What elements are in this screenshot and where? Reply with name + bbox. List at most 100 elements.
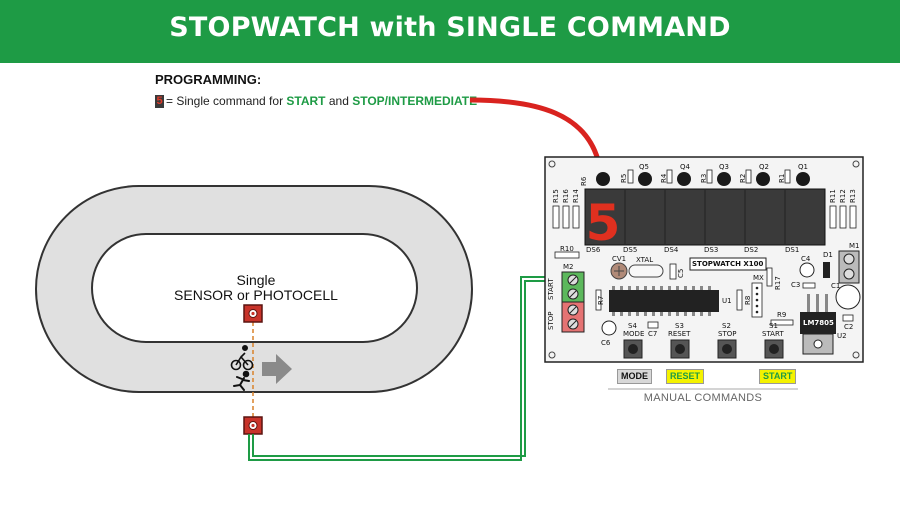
- label-r1: R1: [778, 173, 786, 183]
- command-mode: MODE: [617, 369, 652, 384]
- label-mx: MX: [753, 274, 764, 282]
- label-s1: S1: [769, 322, 778, 330]
- label-s2: S2: [722, 322, 731, 330]
- runner-icon: [233, 370, 250, 391]
- label-c6: C6: [601, 339, 611, 347]
- small-resistors-top: [627, 169, 791, 184]
- label-ds4: DS4: [664, 246, 679, 254]
- sensor-label-line1: Single: [236, 272, 276, 288]
- programming-title: PROGRAMMING:: [155, 72, 262, 87]
- regulator-legs: [807, 294, 828, 312]
- label-d1: D1: [823, 251, 833, 259]
- board-name-plate: [689, 257, 767, 271]
- track-infield: [91, 233, 418, 343]
- label-mode: MODE: [623, 330, 645, 338]
- resistor-r8: [736, 289, 743, 311]
- label-m1: M1: [849, 242, 860, 250]
- label-start-terminal: START: [547, 278, 555, 300]
- pcb-buttons: [623, 339, 784, 359]
- label-q3: Q3: [719, 163, 729, 171]
- command-reset: RESET: [666, 369, 705, 384]
- resistor-r9: [770, 319, 794, 326]
- label-ds3: DS3: [704, 246, 719, 254]
- label-r14: R14: [572, 189, 580, 203]
- label-r10: R10: [560, 245, 574, 253]
- side-resistors: [552, 205, 857, 229]
- label-r12: R12: [839, 189, 847, 203]
- label-c5: C5: [677, 268, 685, 278]
- label-c1: C1: [831, 282, 841, 290]
- resistor-r10: [554, 251, 580, 259]
- resistor-r17: [766, 267, 773, 287]
- sensor-bottom: [243, 416, 263, 435]
- label-r8: R8: [744, 295, 752, 305]
- sensor-top: [243, 304, 263, 323]
- label-c4: C4: [801, 255, 811, 263]
- label-r11: R11: [829, 189, 837, 203]
- programming-description: 5= Single command for START and STOP/INT…: [155, 94, 478, 109]
- sensor-label-line2: SENSOR or PHOTOCELL: [174, 287, 338, 303]
- capacitor-c3: [802, 282, 816, 289]
- page-title: STOPWATCH with SINGLE COMMAND: [169, 12, 731, 43]
- crystal-xtal: [628, 264, 664, 278]
- terminal-stop: [561, 301, 585, 333]
- capacitor-c4: [799, 262, 815, 278]
- direction-arrow-icon: [262, 354, 292, 384]
- label-r13: R13: [849, 189, 857, 203]
- terminal-m1-screw: [843, 253, 855, 265]
- programming-and: and: [325, 94, 353, 108]
- label-c7: C7: [648, 330, 658, 338]
- label-r17: R17: [774, 276, 782, 290]
- label-q5: Q5: [639, 163, 649, 171]
- capacitor-c1: [835, 284, 861, 310]
- regulator-lm7805: [800, 312, 836, 334]
- capacitor-c7: [647, 321, 659, 329]
- diode-d1: [823, 262, 830, 278]
- label-r9: R9: [777, 311, 787, 319]
- label-ds6: DS6: [586, 246, 601, 254]
- label-r5: R5: [620, 173, 628, 183]
- label-s4: S4: [628, 322, 637, 330]
- cyclist-icon: [230, 344, 254, 371]
- terminal-m1-screw: [843, 268, 855, 280]
- label-ds2: DS2: [744, 246, 759, 254]
- programming-arrow: [469, 97, 601, 161]
- label-r15: R15: [552, 189, 560, 203]
- label-q2: Q2: [759, 163, 769, 171]
- label-xtal: XTAL: [636, 256, 654, 264]
- programming-stop: STOP/INTERMEDIATE: [352, 94, 478, 108]
- regulator-label: LM7805: [803, 319, 834, 327]
- title-banner: STOPWATCH with SINGLE COMMAND: [0, 0, 900, 63]
- capacitor-c6: [601, 320, 617, 336]
- label-cv1: CV1: [612, 255, 627, 263]
- label-r3: R3: [700, 173, 708, 183]
- label-r6: R6: [580, 176, 588, 186]
- label-ds1: DS1: [785, 246, 800, 254]
- label-r16: R16: [562, 189, 570, 203]
- mount-hole: [852, 160, 860, 168]
- capacitor-c2: [842, 314, 854, 322]
- display-digit: 5: [586, 194, 621, 252]
- label-r7: R7: [597, 295, 605, 305]
- label-r4: R4: [660, 173, 668, 183]
- programming-start: START: [286, 94, 326, 108]
- digit-5-icon: 5: [155, 95, 164, 109]
- transistors: [596, 172, 810, 186]
- label-start-button: START: [762, 330, 784, 338]
- label-s3: S3: [675, 322, 684, 330]
- display-dividers: [624, 190, 786, 244]
- label-q1: Q1: [798, 163, 808, 171]
- label-c3: C3: [791, 281, 801, 289]
- label-u1: U1: [722, 297, 732, 305]
- programming-prefix: = Single command for: [166, 94, 287, 108]
- label-r2: R2: [739, 173, 747, 183]
- header-mx-pins: [755, 286, 759, 314]
- heatsink-hole: [813, 339, 823, 349]
- sensor-wires: [248, 276, 562, 461]
- label-stop-button: STOP: [718, 330, 737, 338]
- label-stop-terminal: STOP: [547, 311, 555, 330]
- label-c2: C2: [844, 323, 854, 331]
- label-m2: M2: [563, 263, 574, 271]
- mount-hole: [852, 351, 860, 359]
